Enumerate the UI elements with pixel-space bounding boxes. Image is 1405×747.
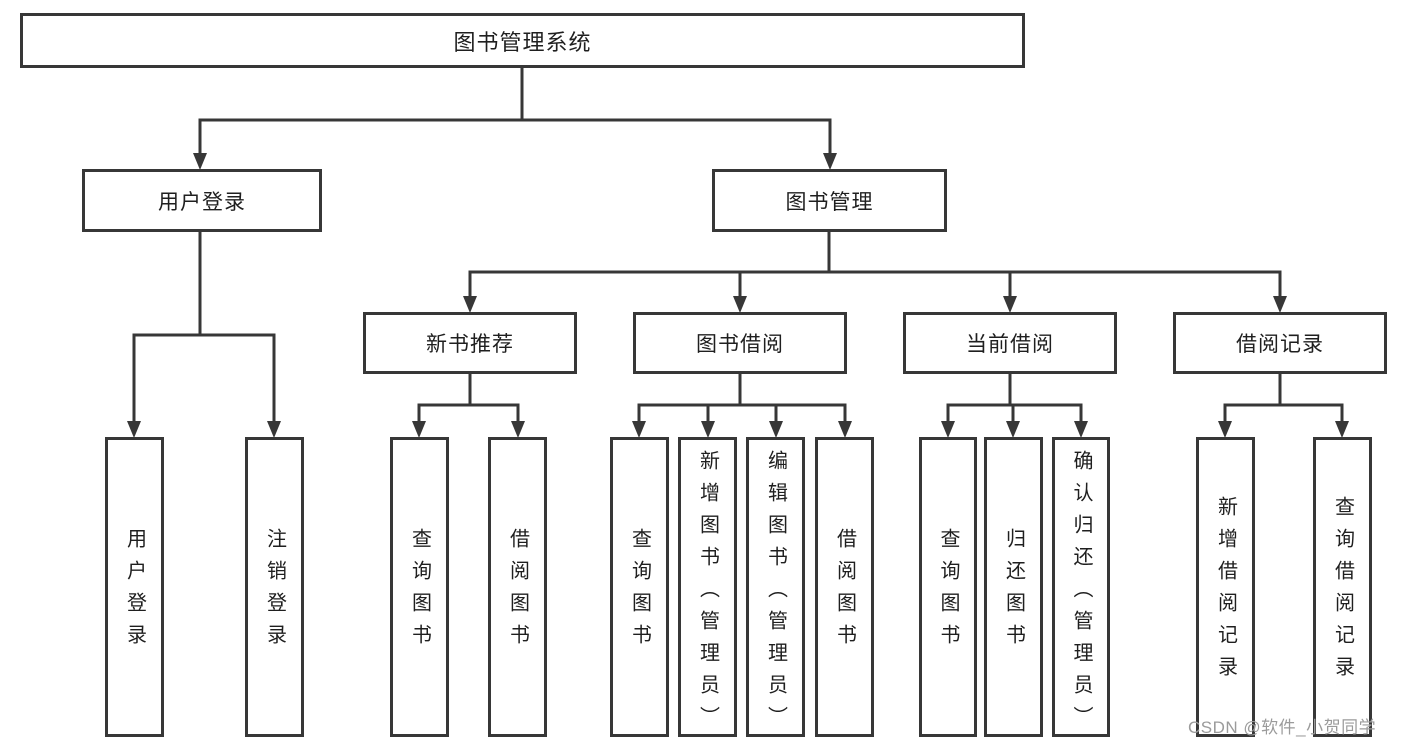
node-user-login-branch: 用户登录 xyxy=(82,169,322,232)
node-new-book-recommendation: 新书推荐 xyxy=(363,312,577,374)
node-borrowing-records: 借阅记录 xyxy=(1173,312,1387,374)
node-book-management-branch: 图书管理 xyxy=(712,169,947,232)
leaf-query-books-current: 查询图书 xyxy=(919,437,977,737)
csdn-watermark: CSDN @软件_小贺同学 xyxy=(1188,718,1377,737)
leaf-logout: 注销登录 xyxy=(245,437,304,737)
node-library-management-system: 图书管理系统 xyxy=(20,13,1025,68)
leaf-return-books: 归还图书 xyxy=(984,437,1043,737)
leaf-confirm-return-admin: 确认归还（管理员） xyxy=(1052,437,1110,738)
leaf-add-borrow-record: 新增借阅记录 xyxy=(1196,437,1255,737)
leaf-edit-books-admin: 编辑图书（管理员） xyxy=(746,437,805,738)
arrowheads xyxy=(127,153,1349,438)
node-current-borrowing: 当前借阅 xyxy=(903,312,1117,374)
leaf-add-books-admin: 新增图书（管理员） xyxy=(678,437,737,738)
leaf-query-books-borrow: 查询图书 xyxy=(610,437,669,737)
leaf-borrow-books-recommend: 借阅图书 xyxy=(488,437,547,737)
leaf-query-borrow-record: 查询借阅记录 xyxy=(1313,437,1372,737)
leaf-borrow-books: 借阅图书 xyxy=(815,437,874,737)
node-book-borrowing: 图书借阅 xyxy=(633,312,847,374)
leaf-user-login: 用户登录 xyxy=(105,437,164,737)
leaf-query-books-recommend: 查询图书 xyxy=(390,437,449,737)
